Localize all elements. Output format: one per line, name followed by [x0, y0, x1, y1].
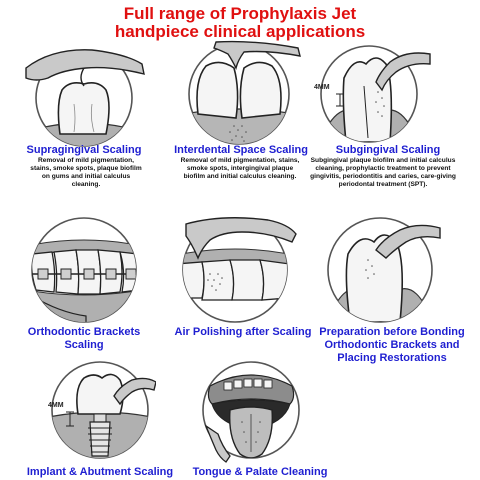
caption-air-polishing: Air Polishing after Scaling [174, 326, 312, 338]
caption-bonding-prep-line-1: Preparation before Bonding [319, 326, 465, 338]
marker-4mm-implant: 4MM [48, 402, 64, 409]
interdental-illustration [176, 40, 302, 146]
subgingival-illustration: 4MM [306, 42, 432, 146]
caption-tongue: Tongue & Palate Cleaning [192, 466, 328, 478]
description-subgingival: Subgingival plaque biofilm and initial c… [310, 157, 456, 188]
tongue-illustration [196, 358, 306, 464]
caption-subgingival: Subgingival Scaling [335, 144, 441, 156]
description-interdental: Removal of mild pigmentation, stains, sm… [180, 157, 300, 180]
page-title-line-2: handpiece clinical applications [114, 22, 366, 41]
caption-supragingival: Supragingival Scaling [26, 144, 142, 156]
caption-orthodontic-line-1: Orthodontic Brackets [27, 326, 141, 338]
page-title-line-1: Full range of Prophylaxis Jet [123, 4, 357, 23]
bonding-prep-illustration [318, 216, 442, 324]
description-supragingival: Removal of mild pigmentation, stains, sm… [30, 157, 142, 188]
caption-interdental: Interdental Space Scaling [174, 144, 308, 156]
marker-4mm-subgingival: 4MM [314, 84, 330, 91]
caption-implant: Implant & Abutment Scaling [26, 466, 174, 478]
supragingival-illustration [22, 44, 146, 148]
caption-bonding-prep-line-3: Placing Restorations [337, 352, 447, 364]
air-polishing-illustration [172, 214, 298, 324]
caption-orthodontic-line-2: Scaling [64, 339, 104, 351]
orthodontic-illustration [26, 216, 146, 324]
caption-bonding-prep-line-2: Orthodontic Brackets and [324, 339, 460, 351]
implant-illustration: 4MM [44, 358, 156, 462]
